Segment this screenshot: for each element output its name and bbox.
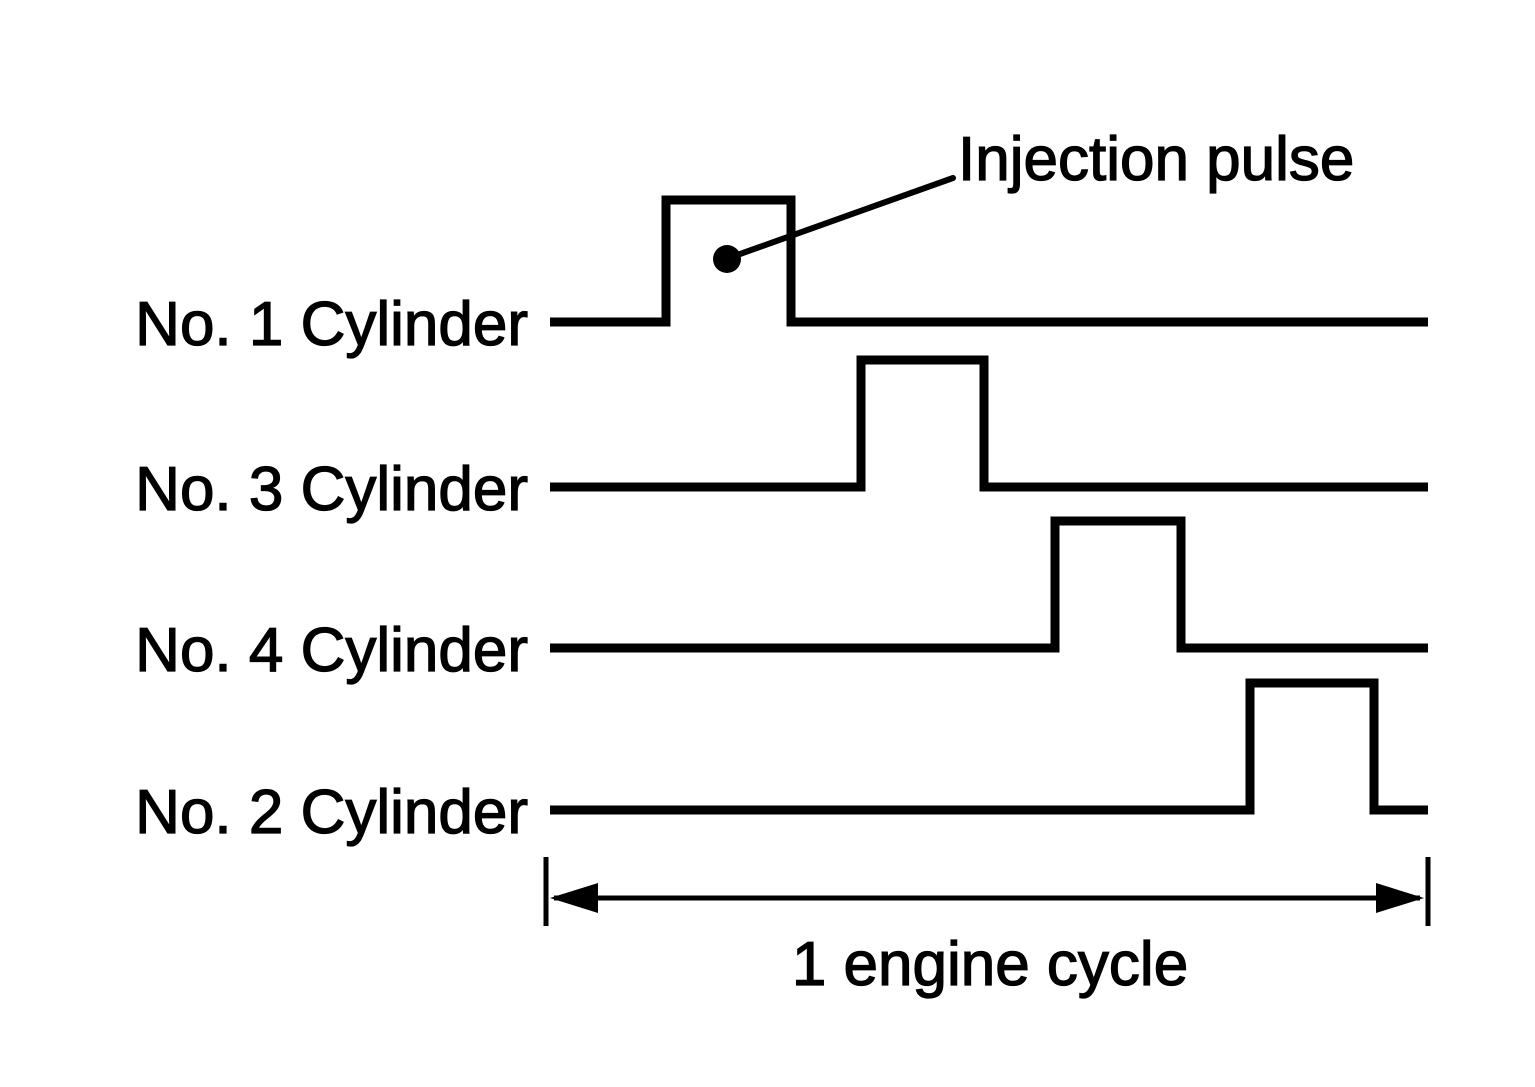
waveform-trace-4 [550, 678, 1428, 815]
waveform-trace-2 [550, 355, 1428, 492]
cylinder-label-2: No. 3 Cylinder [135, 455, 528, 524]
cycle-arrowhead-right [1376, 883, 1424, 913]
cylinder-label-3: No. 4 Cylinder [135, 616, 528, 685]
waveform-trace-1 [550, 195, 1428, 327]
waveform-trace-3 [550, 516, 1428, 653]
waveform-traces [550, 195, 1428, 815]
engine-cycle-indicator: 1 engine cycle [543, 857, 1431, 1000]
cylinder-label-4: No. 2 Cylinder [135, 778, 528, 847]
callout-dot [713, 245, 741, 273]
leader-line [737, 175, 956, 257]
cycle-arrowhead-left [550, 883, 598, 913]
injection-pulse-label: Injection pulse [958, 125, 1354, 194]
injection-pulse-annotation: Injection pulse [713, 124, 1355, 273]
cylinder-label-1: No. 1 Cylinder [135, 290, 528, 359]
engine-cycle-label: 1 engine cycle [792, 930, 1188, 999]
